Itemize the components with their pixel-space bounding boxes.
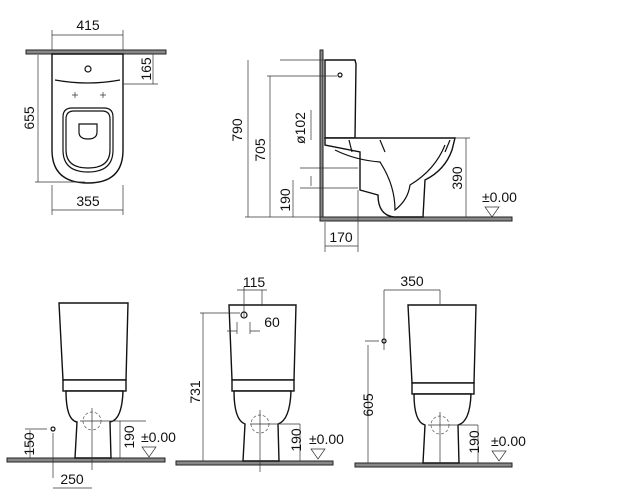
dim-165: 165: [138, 57, 154, 81]
dim-190: 190: [466, 430, 482, 454]
dim-170: 170: [329, 229, 353, 245]
dim-190: 190: [277, 188, 293, 212]
dim-250: 250: [60, 471, 84, 487]
front-view-3: 350 605 190 ±0.00: [354, 273, 526, 468]
dim-190: 190: [288, 428, 304, 452]
floor-level-label: ±0.00: [141, 429, 176, 445]
dim-655: 655: [21, 106, 37, 130]
floor-level-label: ±0.00: [491, 433, 526, 449]
dim-350: 350: [400, 273, 424, 289]
seat: [62, 107, 114, 173]
bowl-side: [324, 137, 456, 218]
wall: [319, 49, 324, 221]
dim-o102: ø102: [292, 112, 308, 144]
cistern-side: [324, 59, 357, 139]
dim-390: 390: [449, 166, 465, 190]
dim-190: 190: [121, 425, 137, 449]
dim-790: 790: [229, 118, 245, 142]
dim-415: 415: [76, 17, 100, 33]
dim-60: 60: [264, 314, 280, 330]
dim-731: 731: [187, 380, 203, 404]
toilet-outline-top: [51, 53, 124, 184]
pedestal: [413, 393, 472, 464]
dim-605: 605: [360, 393, 376, 417]
front-view-2: 115 60 731 190 ±0.00: [175, 274, 344, 472]
floor-level-label: ±0.00: [482, 189, 517, 205]
dim-705: 705: [252, 138, 268, 162]
floor-level-label: ±0.00: [309, 431, 344, 447]
front-view-1: 150 190 ±0.00 250: [6, 302, 176, 489]
pedestal: [65, 390, 124, 459]
dim-355: 355: [76, 193, 100, 209]
pedestal: [233, 390, 292, 462]
dim-150: 150: [21, 432, 37, 456]
dim-115: 115: [243, 274, 266, 290]
top-view: 415 165 655 355: [21, 17, 167, 215]
side-view: 790 705 ø102 190 390 ±0.00 170: [229, 49, 517, 252]
